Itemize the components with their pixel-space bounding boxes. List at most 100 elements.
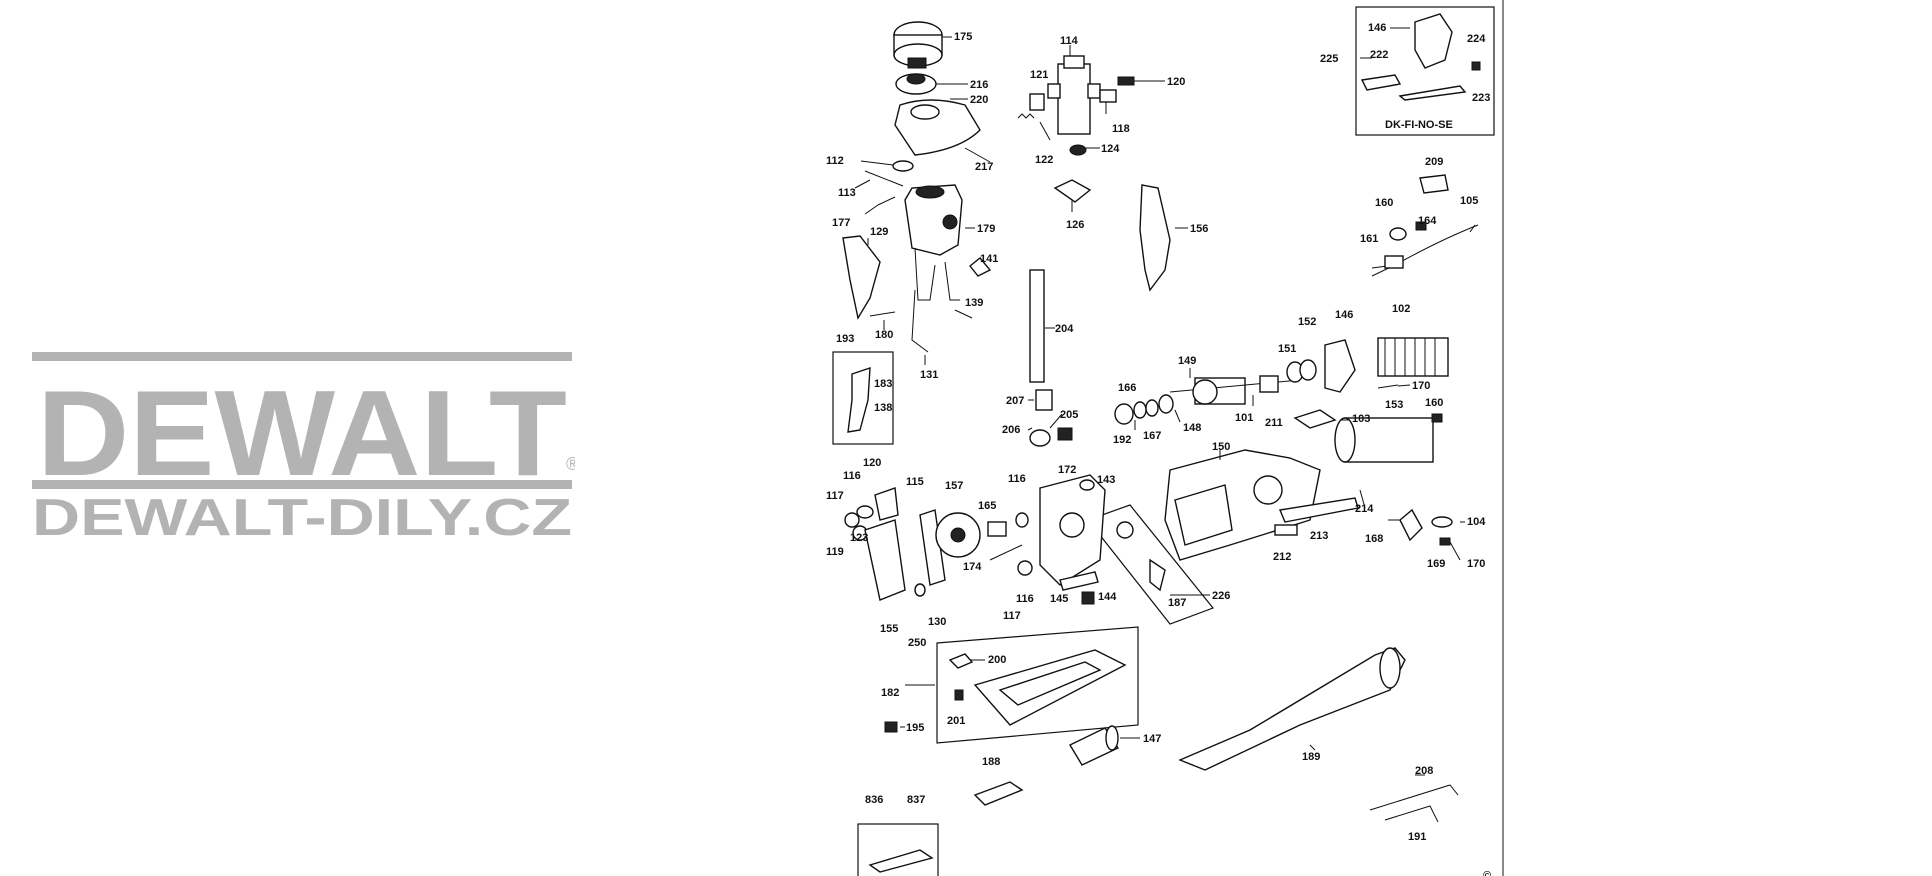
- label-156: 156: [1190, 223, 1208, 235]
- label-172: 172: [1058, 464, 1076, 476]
- bracket-box: [832, 351, 894, 445]
- label-104: 104: [1467, 516, 1486, 528]
- label-204: 204: [1055, 323, 1074, 335]
- part-spring-122: [1017, 113, 1035, 119]
- part-nut-143: [1079, 479, 1095, 491]
- label-160b: 160: [1375, 197, 1393, 209]
- label-146-kit: 146: [1368, 22, 1386, 34]
- part-washer-116c: [1017, 560, 1033, 576]
- label-126: 126: [1066, 219, 1084, 231]
- part-bearing-cap: [895, 73, 937, 95]
- part-gear-hub: [950, 527, 966, 543]
- part-cord-clamp-161: [1389, 227, 1407, 241]
- label-119: 119: [826, 546, 844, 558]
- label-148: 148: [1183, 422, 1201, 434]
- label-116c: 116: [1016, 593, 1034, 605]
- part-washer-116a: [856, 505, 874, 519]
- part-knob: [893, 21, 943, 69]
- part-wire-spring: [911, 289, 929, 353]
- label-170-field: 170: [1412, 380, 1430, 392]
- part-gear-housing: [904, 184, 963, 301]
- label-207: 207: [1006, 395, 1024, 407]
- part-lever-187: [1149, 558, 1166, 592]
- part-washer-167: [1145, 399, 1159, 417]
- part-lever-kit-222: [1360, 74, 1402, 91]
- part-screw-201: [954, 689, 964, 701]
- label-214: 214: [1355, 503, 1374, 515]
- part-cover-155: [864, 519, 906, 601]
- label-143: 143: [1097, 474, 1115, 486]
- part-washer-117a: [844, 512, 860, 528]
- part-rod: [864, 170, 904, 187]
- label-170: 170: [1467, 558, 1485, 570]
- label-189: 189: [1302, 751, 1320, 763]
- part-pin-214: [1359, 489, 1366, 509]
- label-223: 223: [1472, 92, 1490, 104]
- label-226: 226: [1212, 590, 1230, 602]
- part-screw-kit-224: [1471, 61, 1481, 71]
- part-washer: [892, 160, 914, 172]
- label-105: 105: [1460, 195, 1478, 207]
- part-washer-148: [1158, 394, 1174, 414]
- label-114: 114: [1060, 35, 1079, 47]
- label-222: 222: [1370, 49, 1388, 61]
- label-120: 120: [1167, 76, 1185, 88]
- label-118: 118: [1112, 123, 1130, 135]
- label-144: 144: [1098, 591, 1117, 603]
- part-plate-kit-223: [1398, 85, 1467, 101]
- label-200: 200: [988, 654, 1006, 666]
- part-armature: [1169, 375, 1301, 405]
- label-164: 164: [1418, 215, 1437, 227]
- label-175: 175: [954, 31, 972, 43]
- label-153: 153: [1385, 399, 1403, 411]
- label-141: 141: [980, 253, 998, 265]
- label-225: 225: [1320, 53, 1338, 65]
- label-122: 122: [1035, 154, 1053, 166]
- part-guard: [842, 235, 881, 320]
- part-accessory-836: [868, 849, 934, 873]
- label-147: 147: [1143, 733, 1161, 745]
- label-212: 212: [1273, 551, 1291, 563]
- label-151: 151: [1278, 343, 1296, 355]
- label-177: 177: [832, 217, 850, 229]
- part-gear-case: [1039, 474, 1106, 586]
- part-brush-holder: [1047, 55, 1101, 135]
- label-179: 179: [977, 223, 995, 235]
- leader-lines: [854, 27, 1476, 776]
- label-149: 149: [1178, 355, 1196, 367]
- base-plate-box: [936, 626, 1139, 744]
- part-fan-kit-146: [1414, 13, 1453, 69]
- part-washer-192: [1114, 403, 1134, 425]
- part-screw-195: [884, 721, 898, 733]
- part-cable-clamp-104: [1431, 516, 1453, 528]
- kit-box: [1355, 6, 1495, 136]
- part-tube: [1029, 269, 1045, 383]
- part-screw-120: [1117, 76, 1135, 86]
- label-167: 167: [1143, 430, 1161, 442]
- label-168: 168: [1365, 533, 1383, 545]
- logo-bottom-bar: [32, 480, 572, 489]
- label-117a: 117: [826, 490, 844, 502]
- part-screw: [877, 196, 896, 206]
- label-160: 160: [1425, 397, 1443, 409]
- label-102: 102: [1392, 303, 1410, 315]
- label-187: 187: [1168, 597, 1186, 609]
- label-155: 155: [880, 623, 898, 635]
- label-201: 201: [947, 715, 965, 727]
- part-knob-200: [948, 653, 974, 669]
- logo-brand-text: DEWALT: [37, 365, 567, 501]
- part-gasket: [1139, 184, 1171, 292]
- label-124: 124: [1101, 143, 1120, 155]
- label-150: 150: [1212, 441, 1230, 453]
- part-bushing-206: [1029, 429, 1051, 447]
- part-bearing-165: [987, 521, 1007, 537]
- part-screw-160b: [1415, 221, 1427, 231]
- part-washer-250: [914, 583, 926, 597]
- part-nut-124: [1069, 144, 1087, 156]
- part-clip-121: [1029, 93, 1045, 111]
- part-dust-cover: [894, 99, 981, 156]
- label-836: 836: [865, 794, 883, 806]
- label-115: 115: [906, 476, 924, 488]
- label-208: 208: [1415, 765, 1433, 777]
- label-205: 205: [1060, 409, 1078, 421]
